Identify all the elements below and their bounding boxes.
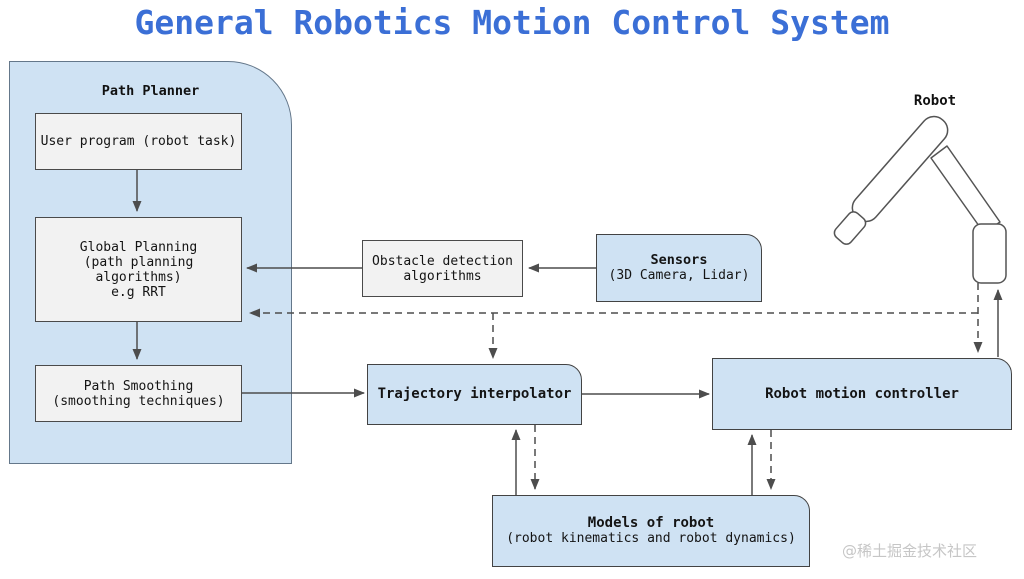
global-planning-box: Global Planning (path planning algorithm… (35, 217, 242, 322)
obstacle-detection-box: Obstacle detection algorithms (362, 240, 523, 297)
sensors-box: Sensors (3D Camera, Lidar) (596, 234, 762, 302)
robot-base (972, 223, 1007, 284)
sensors-title: Sensors (650, 252, 708, 268)
sensors-subtitle: (3D Camera, Lidar) (608, 268, 750, 283)
robot-motion-controller-box: Robot motion controller (712, 358, 1012, 430)
trajectory-interpolator-box: Trajectory interpolator (367, 364, 582, 425)
robot-forearm (930, 145, 1001, 234)
robot-upper-arm (851, 115, 949, 223)
diagram-title: General Robotics Motion Control System (134, 3, 890, 42)
path-smoothing-box: Path Smoothing (smoothing techniques) (35, 365, 242, 422)
models-of-robot-box: Models of robot (robot kinematics and ro… (492, 495, 810, 567)
models-of-robot-title: Models of robot (587, 515, 715, 531)
robot-label: Robot (913, 93, 957, 109)
path-planner-label: Path Planner (101, 83, 200, 99)
robot-end-effector (833, 211, 867, 245)
watermark: @稀土掘金技术社区 (842, 542, 978, 560)
models-of-robot-subtitle: (robot kinematics and robot dynamics) (506, 531, 796, 546)
robot-arm-illustration (833, 115, 1007, 284)
user-program-box: User program (robot task) (35, 113, 242, 170)
